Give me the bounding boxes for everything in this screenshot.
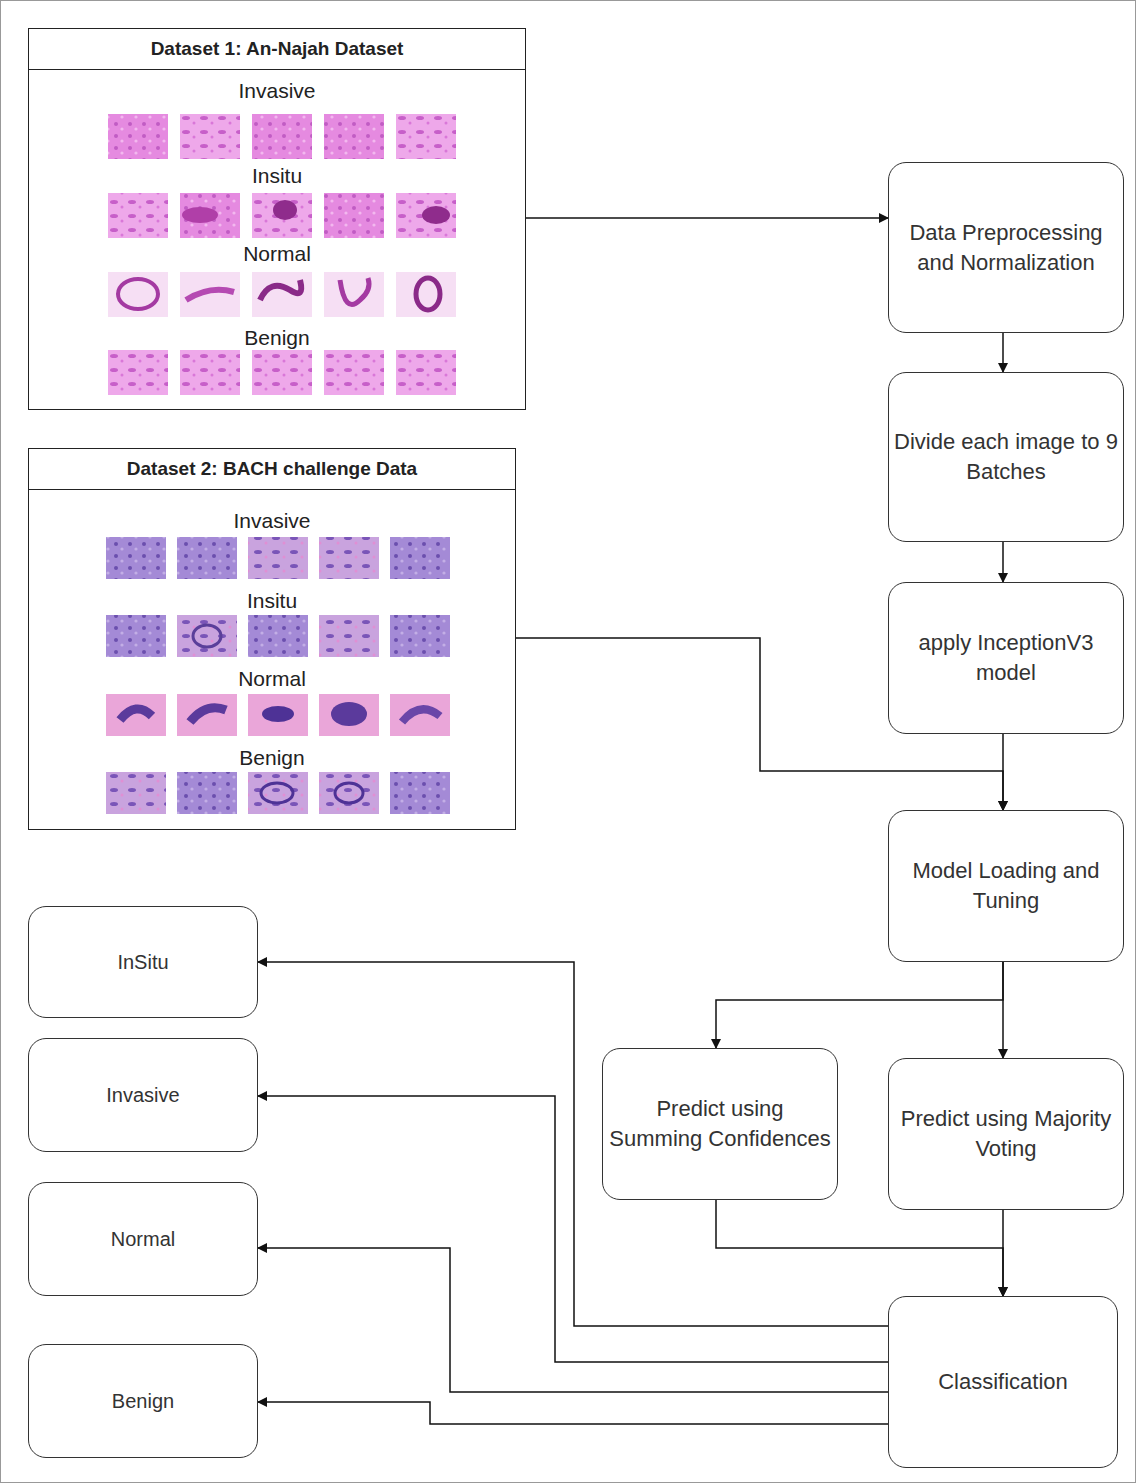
flow-arrow [716,962,1003,1048]
box-text: Normal [111,1224,175,1254]
panel-heading: Dataset 1: An-Najah Dataset [29,29,525,70]
flow-arrow [526,217,888,219]
box-text: Model Loading and Tuning [893,856,1119,916]
process-box: apply InceptionV3 model [888,582,1124,734]
process-box: Divide each image to 9 Batches [888,372,1124,542]
class-label: Insitu [29,589,515,613]
panel-heading: Dataset 2: BACH challenge Data [29,449,515,490]
flow-arrow [1002,962,1004,1058]
process-box: Predict using Summing Confidences [602,1048,838,1200]
class-label: Normal [29,667,515,691]
flow-arrow [716,1200,1003,1296]
box-text: Divide each image to 9 Batches [893,427,1119,487]
dataset-panel: Dataset 1: An-Najah DatasetInvasiveInsit… [28,28,526,410]
class-label: Invasive [29,509,515,533]
flow-arrow [1002,1210,1004,1296]
flow-arrow [1002,333,1004,372]
flow-arrow [258,1248,888,1392]
class-label: Benign [29,746,515,770]
flow-arrow [1002,734,1004,810]
output-class-box: Normal [28,1182,258,1296]
box-text: Predict using Summing Confidences [607,1094,833,1154]
output-class-box: InSitu [28,906,258,1018]
output-class-box: Benign [28,1344,258,1458]
process-box: Model Loading and Tuning [888,810,1124,962]
class-label: Benign [29,326,525,350]
flow-arrow [1002,542,1004,582]
dataset-panel: Dataset 2: BACH challenge DataInvasiveIn… [28,448,516,830]
class-label: Insitu [29,164,525,188]
class-label: Normal [29,242,525,266]
output-class-box: Invasive [28,1038,258,1152]
box-text: Data Preprocessing and Normalization [893,218,1119,278]
class-label: Invasive [29,79,525,103]
box-text: apply InceptionV3 model [893,628,1119,688]
process-box: Predict using Majority Voting [888,1058,1124,1210]
box-text: Classification [938,1367,1068,1397]
flow-arrow [258,1402,888,1424]
box-text: Invasive [106,1080,179,1110]
box-text: Predict using Majority Voting [893,1104,1119,1164]
box-text: InSitu [117,947,168,977]
process-box: Data Preprocessing and Normalization [888,162,1124,333]
box-text: Benign [112,1386,174,1416]
flow-arrow [258,962,888,1326]
process-box: Classification [888,1296,1118,1468]
